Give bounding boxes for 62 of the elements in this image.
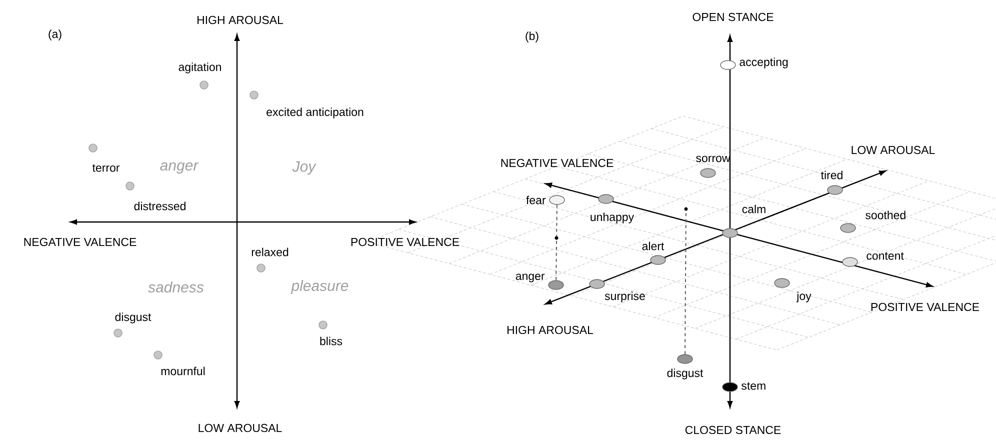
axis-label: NEGATIVE VALENCE: [501, 158, 614, 168]
data-point: accepting: [720, 58, 788, 70]
node-label: accepting: [740, 58, 788, 68]
axis-label: (b): [526, 32, 538, 42]
data-point: excited anticipation: [250, 90, 364, 118]
data-point: disgust: [667, 354, 704, 380]
node-label: surprise: [604, 292, 645, 302]
data-point: relaxed: [252, 248, 288, 272]
data-point: soothed: [840, 210, 906, 233]
data-point: disgust: [114, 312, 152, 338]
data-point: distressed: [126, 182, 186, 210]
node-label: alert: [642, 242, 664, 250]
node-label: unhappy: [590, 212, 634, 224]
node-label: anger: [516, 274, 545, 282]
quadrant-label: Joy: [292, 161, 316, 175]
node-label: stem: [742, 382, 766, 390]
axis-label: CLOSED STANCE: [685, 426, 781, 434]
data-point: bliss: [318, 320, 342, 346]
quadrant-label: anger: [160, 162, 199, 174]
axis-label: POSITIVE VALENCE: [871, 302, 980, 312]
data-point: surprise: [589, 279, 645, 302]
axis-label: NEGATIVE VALENCE: [24, 238, 136, 246]
data-point: tired: [820, 170, 843, 195]
data-point: joy: [774, 278, 812, 302]
data-point: content: [842, 252, 904, 267]
node-label: joy: [796, 292, 812, 302]
node-label: tired: [820, 170, 842, 180]
data-point: agitation: [178, 62, 221, 90]
axis-label: HIGH AROUSAL: [508, 326, 594, 334]
data-point: fear: [526, 195, 565, 205]
quadrant-label: pleasure: [290, 280, 348, 294]
quadrant-label: sadness: [148, 281, 204, 292]
node-label: disgust: [667, 368, 704, 380]
axis-label: OPEN STANCE: [692, 12, 774, 22]
axis-label: POSITIVE VALENCE: [351, 238, 460, 246]
node-label: sorrow: [696, 156, 730, 162]
data-point: alert: [642, 242, 666, 265]
data-point: unhappy: [590, 194, 634, 224]
node-label: mournful: [161, 366, 205, 376]
dashed-line: [556, 204, 558, 281]
data-point: mournful: [154, 350, 205, 376]
axis-label: LOW AROUSAL: [852, 146, 935, 154]
node-label: terror: [92, 164, 120, 172]
node-label: content: [866, 252, 904, 260]
data-point: stem: [722, 382, 766, 392]
node-label: distressed: [134, 202, 186, 210]
node-label: soothed: [866, 210, 906, 220]
node-label: excited anticipation: [266, 108, 364, 118]
axis-label: (a): [48, 30, 62, 40]
data-point: calm: [722, 204, 766, 238]
node-label: calm: [742, 204, 766, 214]
node-label: bliss: [320, 336, 342, 346]
data-point: sorrow: [696, 156, 730, 178]
node-label: relaxed: [252, 248, 288, 256]
node-label: agitation: [178, 62, 221, 74]
data-point: terror: [88, 144, 120, 172]
node-label: disgust: [115, 312, 152, 324]
node-label: fear: [526, 196, 546, 204]
data-point: anger: [516, 274, 564, 290]
dashed-line: [684, 210, 686, 355]
axis-label: HIGH AROUSAL: [198, 16, 284, 24]
axis-label: LOW AROUSAL: [198, 424, 282, 432]
